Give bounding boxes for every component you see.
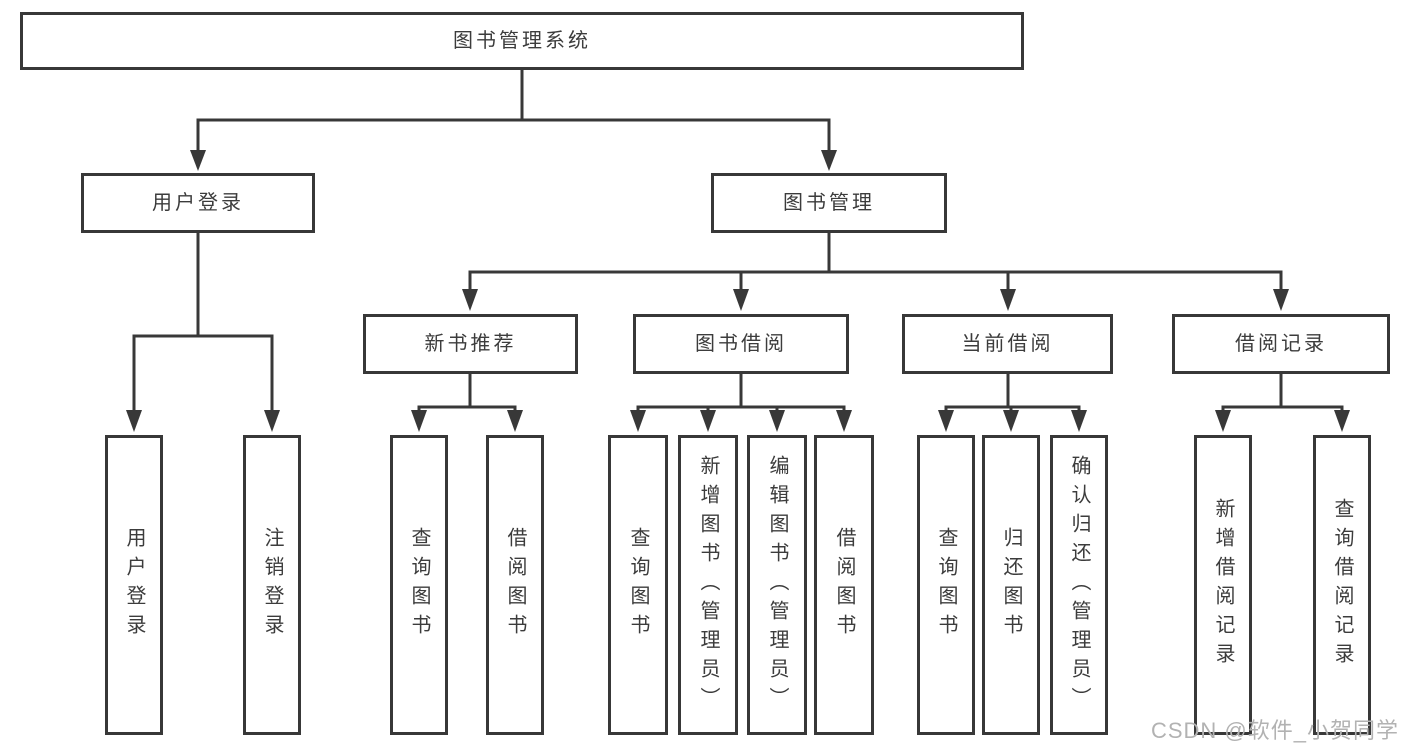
node-add-books-admin: 新增图书（管理员） [678, 435, 738, 735]
node-add-borrow-record: 新增借阅记录 [1194, 435, 1252, 735]
node-label: 图书管理系统 [453, 30, 591, 52]
book-borrowing-children-connector [630, 374, 852, 432]
book-management-to-level3-connector [462, 233, 1289, 311]
node-label: 借阅图书 [833, 527, 855, 643]
node-current-borrowing: 当前借阅 [902, 314, 1113, 374]
node-borrow-books-1: 借阅图书 [486, 435, 544, 735]
csdn-watermark: CSDN @软件_小贺同学 [1150, 718, 1399, 743]
node-label: 新增图书（管理员） [697, 454, 719, 716]
node-label: 图书管理 [783, 192, 875, 214]
node-logout-login: 注销登录 [243, 435, 301, 735]
borrowing-records-children-connector [1215, 374, 1350, 432]
node-return-books: 归还图书 [982, 435, 1040, 735]
node-label: 当前借阅 [961, 333, 1054, 355]
node-label: 注销登录 [261, 527, 283, 643]
node-book-management: 图书管理 [711, 173, 947, 233]
node-label: 用户登录 [152, 192, 244, 214]
node-label: 图书借阅 [695, 333, 787, 355]
node-library-management-system: 图书管理系统 [20, 12, 1024, 70]
node-label: 归还图书 [1000, 527, 1022, 643]
node-edit-books-admin: 编辑图书（管理员） [747, 435, 807, 735]
node-label: 确认归还（管理员） [1068, 454, 1090, 716]
node-label: 借阅图书 [504, 527, 526, 643]
node-label: 新书推荐 [424, 333, 517, 355]
node-label: 用户登录 [123, 527, 145, 643]
node-new-book-recommendation: 新书推荐 [363, 314, 578, 374]
node-user-login-leaf: 用户登录 [105, 435, 163, 735]
node-book-borrowing: 图书借阅 [633, 314, 849, 374]
node-query-borrow-record: 查询借阅记录 [1313, 435, 1371, 735]
node-borrowing-records: 借阅记录 [1172, 314, 1390, 374]
node-label: 新增借阅记录 [1212, 498, 1234, 672]
node-label: 查询图书 [627, 527, 649, 643]
root-to-level2-connector [190, 70, 837, 171]
node-user-login: 用户登录 [81, 173, 315, 233]
node-label: 查询图书 [935, 527, 957, 643]
node-query-books-3: 查询图书 [917, 435, 975, 735]
node-confirm-return-admin: 确认归还（管理员） [1050, 435, 1108, 735]
new-book-recommendation-children-connector [411, 374, 523, 432]
node-borrow-books-2: 借阅图书 [814, 435, 874, 735]
node-label: 借阅记录 [1235, 333, 1327, 355]
node-label: 查询图书 [408, 527, 430, 643]
node-query-books-1: 查询图书 [390, 435, 448, 735]
node-query-books-2: 查询图书 [608, 435, 668, 735]
node-label: 编辑图书（管理员） [766, 454, 788, 716]
node-label: 查询借阅记录 [1331, 498, 1353, 672]
current-borrowing-children-connector [938, 374, 1087, 432]
user-login-children-connector [126, 233, 280, 432]
